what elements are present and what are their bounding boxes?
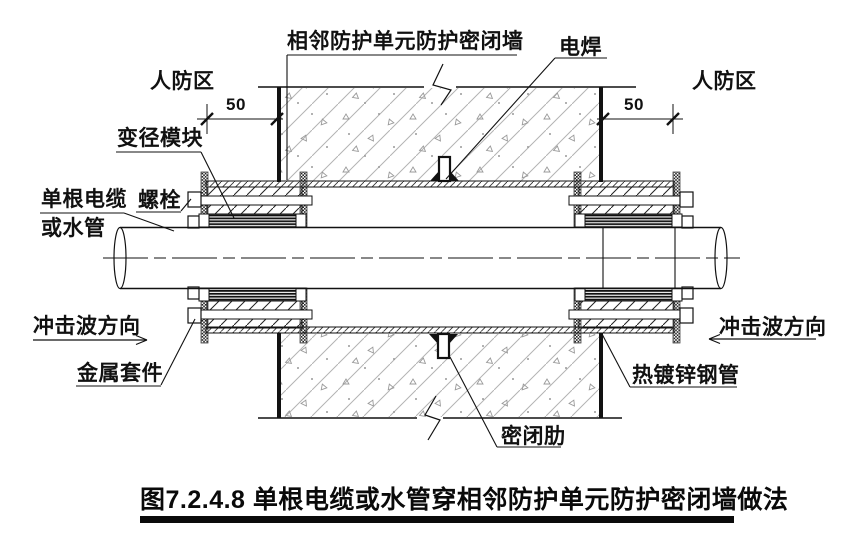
sealing-rib-top [430,155,459,183]
dimension-right [596,104,683,134]
sealing-rib-bottom [429,332,458,360]
reducing-module-label: 变径模块 [117,127,203,150]
break-mark-bottom [424,395,441,441]
flange-assembly-bottom-right [568,286,694,344]
shock-wave-direction-right-label: 冲击波方向 [719,316,827,339]
shock-arrow-left [33,334,148,346]
adjacent-wall-label: 相邻防护单元防护密闭墙 [287,30,524,53]
flange-assembly-bottom-left [187,286,313,344]
dimension-left [197,104,284,134]
caption-rule [140,516,734,523]
single-cable-label-line2: 或水管 [41,217,106,240]
single-cable-label-line1: 单根电缆 [41,188,127,211]
shock-arrow-right [708,333,816,345]
civil-defense-zone-right-label: 人防区 [692,70,757,93]
galvanized-steel-pipe-label: 热镀锌钢管 [632,364,740,387]
metal-sleeve-kit-label: 金属套件 [77,362,163,385]
annotation-leaders [40,54,737,448]
bolt-label: 螺栓 [138,189,181,212]
dimension-right-value: 50 [624,95,644,114]
shock-wave-direction-left-label: 冲击波方向 [33,315,141,338]
cable-pipe [103,226,740,290]
flange-assembly-top-right [568,171,694,229]
civil-defense-zone-left-label: 人防区 [150,70,215,93]
break-mark-top [432,63,452,106]
top-wall [258,86,636,182]
sealing-rib-label: 密闭肋 [501,425,566,448]
figure-caption: 图7.2.4.8 单根电缆或水管穿相邻防护单元防护密闭墙做法 [140,486,789,514]
dimension-left-value: 50 [226,95,246,114]
weld-label: 电焊 [559,36,602,59]
